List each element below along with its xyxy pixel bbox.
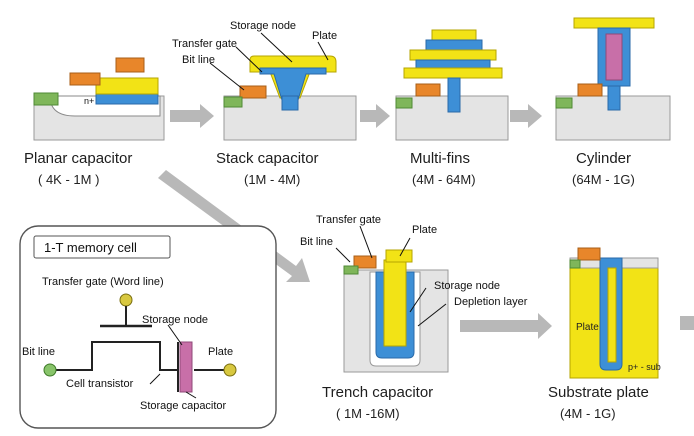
stage-name-substrate-plate: Substrate plate (548, 384, 649, 401)
label-substrate-plate: Plate (576, 322, 599, 333)
memory-cell-transfer-gate: Transfer gate (Word line) (42, 276, 164, 288)
stage-name-stack: Stack capacitor (216, 150, 319, 167)
stage-range-cylinder: (64M - 1G) (572, 172, 635, 187)
label-stack-bit-line: Bit line (182, 54, 216, 66)
memory-cell-title: 1-T memory cell (44, 240, 137, 255)
stack-capacitor-figure (223, 55, 357, 141)
label-substrate-p-sub: p+ - sub (628, 362, 661, 372)
memory-cell-bit-line: Bit line (22, 346, 56, 358)
memory-cell-cell-transistor: Cell transistor (66, 378, 134, 390)
label-trench-plate: Plate (412, 224, 438, 236)
memory-cell-storage-capacitor: Storage capacitor (140, 400, 227, 412)
memory-cell-storage-node: Storage node (142, 314, 209, 326)
stage-name-cylinder: Cylinder (576, 150, 632, 167)
stage-name-planar: Planar capacitor (24, 150, 133, 167)
label-stack-transfer-gate: Transfer gate (172, 38, 238, 50)
stage-name-multi-fins: Multi-fins (410, 150, 471, 167)
stage-range-stack: (1M - 4M) (244, 172, 301, 187)
label-trench-bit-line: Bit line (300, 236, 334, 248)
leader-lines (209, 32, 447, 327)
stage-range-substrate-plate: (4M - 1G) (560, 406, 616, 421)
multi-fins-figure (395, 29, 509, 141)
label-trench-storage-node: Storage node (434, 280, 501, 292)
stage-range-planar: ( 4K - 1M ) (38, 172, 100, 187)
label-planar-n-plus: n+ (84, 96, 95, 106)
stage-name-trench: Trench capacitor (322, 384, 434, 401)
label-trench-depletion-layer: Depletion layer (454, 296, 528, 308)
label-stack-plate: Plate (312, 30, 338, 42)
substrate-plate-figure (569, 247, 659, 379)
label-trench-transfer-gate: Transfer gate (316, 214, 382, 226)
cylinder-figure (555, 17, 671, 141)
memory-cell-plate: Plate (208, 346, 234, 358)
stage-range-multi-fins: (4M - 64M) (412, 172, 476, 187)
planar-capacitor-figure (33, 57, 165, 141)
memory-cell-panel (19, 225, 277, 429)
label-stack-storage-node: Storage node (230, 20, 297, 32)
stage-range-trench: ( 1M -16M) (336, 406, 400, 421)
trench-capacitor-figure (343, 249, 449, 373)
